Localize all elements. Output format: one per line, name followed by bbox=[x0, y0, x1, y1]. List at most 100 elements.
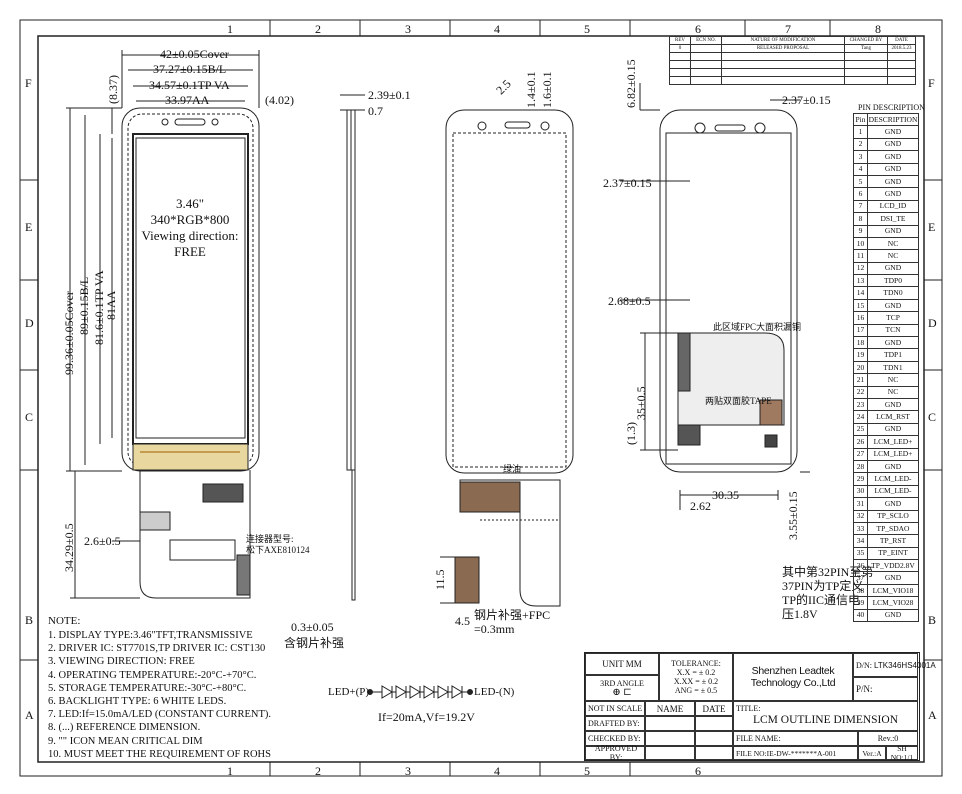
rev-cell: 2018.5.23 bbox=[887, 44, 916, 53]
name-cell: NAME bbox=[645, 701, 695, 716]
rev-cell bbox=[690, 44, 722, 53]
screen-text-3: Viewing direction: bbox=[141, 228, 239, 243]
pin-header-desc: DESCRIPTION bbox=[867, 112, 919, 127]
checked-cell: CHECKED BY: bbox=[585, 731, 645, 746]
col-label-bottom-5: 5 bbox=[584, 764, 590, 778]
date-cell: DATE bbox=[695, 701, 733, 716]
pin-number: 4 bbox=[853, 162, 868, 176]
pin-number: 24 bbox=[853, 410, 868, 424]
pin-description: GND bbox=[867, 137, 919, 152]
pin-number: 3 bbox=[853, 150, 868, 164]
pin-description: GND bbox=[867, 497, 919, 511]
dim-tpva-width: 34.57±0.1TP VA bbox=[149, 78, 230, 92]
pin-description: TP_RST bbox=[867, 534, 919, 548]
stiffener-label: 含钢片补强 bbox=[284, 636, 345, 650]
rev-header-changed: CHANGED BY bbox=[844, 36, 888, 45]
file-no-cell: FILE NO:IE-DW-*******A-001 bbox=[733, 746, 858, 760]
pn-cell: P/N: bbox=[853, 677, 918, 701]
pin-description: GND bbox=[867, 422, 919, 437]
pin-number: 5 bbox=[853, 174, 868, 189]
pin-number: 28 bbox=[853, 459, 868, 474]
sheet-no-cell: SH NO:1/1 bbox=[886, 744, 918, 762]
stiffener-fpc-label: 钢片补强+FPC bbox=[474, 608, 551, 622]
col-label-4: 4 bbox=[494, 22, 500, 36]
pin-number: 37 bbox=[853, 571, 868, 585]
green-oil-label: 绿油 bbox=[503, 464, 522, 474]
not-scale-cell: NOT IN SCALE bbox=[585, 701, 645, 716]
dim-fpc-offset: 2.6±0.5 bbox=[84, 534, 121, 548]
tp-note-3: TP的IIC通信电 bbox=[782, 593, 861, 607]
pin-number: 1 bbox=[853, 125, 868, 139]
col-label-bottom-4: 4 bbox=[494, 764, 500, 778]
col-label-bottom-6: 6 bbox=[695, 764, 701, 778]
dim-bl-width: 37.27±0.15B/L bbox=[153, 62, 227, 76]
row-label-right-E: E bbox=[928, 220, 936, 234]
tolerance-xxx: X.XX = ± 0.2 bbox=[673, 677, 719, 686]
rev-cell: RELEASED PROPOSAL bbox=[721, 44, 845, 53]
dim-mid: 2.68±0.5 bbox=[608, 294, 651, 308]
pin-description: LCM_LED- bbox=[867, 472, 919, 486]
dim-cover-height: 99.36±0.05Cover bbox=[62, 291, 76, 375]
row-label-right-A: A bbox=[928, 708, 937, 722]
note-line: 8. (...) REFERENCE DIMENSION. bbox=[48, 722, 201, 734]
pin-description: LCD_ID bbox=[867, 199, 919, 214]
pin-number: 34 bbox=[853, 534, 868, 548]
note-line: 10. MUST MEET THE REQUIREMENT OF ROHS bbox=[48, 748, 271, 760]
row-label-A: A bbox=[25, 708, 34, 722]
pin-description: TP_SDAO bbox=[867, 521, 919, 536]
pin-number: 10 bbox=[853, 236, 868, 251]
pin-number: 13 bbox=[853, 274, 868, 288]
dim-fpc-height: 34.29±0.5 bbox=[62, 523, 76, 572]
tolerance-ang: ANG = ± 0.5 bbox=[674, 686, 718, 695]
dim-bl-height: 89±0.15B/L bbox=[77, 276, 91, 335]
pin-table-title: PIN DESCRIPTION bbox=[858, 103, 925, 112]
stiffener-thickness-label: =0.3mm bbox=[474, 622, 515, 636]
row-label-right-D: D bbox=[928, 316, 937, 330]
rev-cell: Rev.:0 bbox=[858, 731, 918, 746]
screen-text-4: FREE bbox=[174, 244, 206, 259]
pin-description: GND bbox=[867, 150, 919, 164]
pin-description: TCP bbox=[867, 311, 919, 325]
pin-description: GND bbox=[867, 174, 919, 189]
pin-number: 32 bbox=[853, 509, 868, 523]
title-block: UNIT MM 3RD ANGLE ⊕ ⊏ TOLERANCE: X.X = ±… bbox=[584, 652, 936, 762]
pin-description: LCM_VIO18 bbox=[867, 583, 919, 598]
pin-description: GND bbox=[867, 608, 919, 623]
note-line: 9. "" ICON MEAN CRITICAL DIM bbox=[48, 735, 203, 747]
row-label-B: B bbox=[25, 613, 34, 627]
pin-description: GND bbox=[867, 224, 919, 238]
pin-description: GND bbox=[867, 261, 919, 276]
revision-table: REV ECN NO. NATURE OF MODIFICATION CHANG… bbox=[669, 36, 916, 85]
tp-note-1: 其中第32PIN至第 bbox=[782, 565, 874, 579]
dim-left-side: 2.37±0.15 bbox=[603, 176, 652, 190]
col-label-1: 1 bbox=[227, 22, 233, 36]
rev-header-nature: NATURE OF MODIFICATION bbox=[721, 36, 845, 45]
pin-number: 17 bbox=[853, 323, 868, 338]
pin-number: 2 bbox=[853, 137, 868, 152]
note-line: 7. LED:If=15.0mA/LED (CONSTANT CURRENT). bbox=[48, 709, 272, 721]
revision-empty-row bbox=[669, 52, 916, 61]
pin-description: TDP1 bbox=[867, 348, 919, 362]
pin-description: TP_SCLO bbox=[867, 509, 919, 523]
